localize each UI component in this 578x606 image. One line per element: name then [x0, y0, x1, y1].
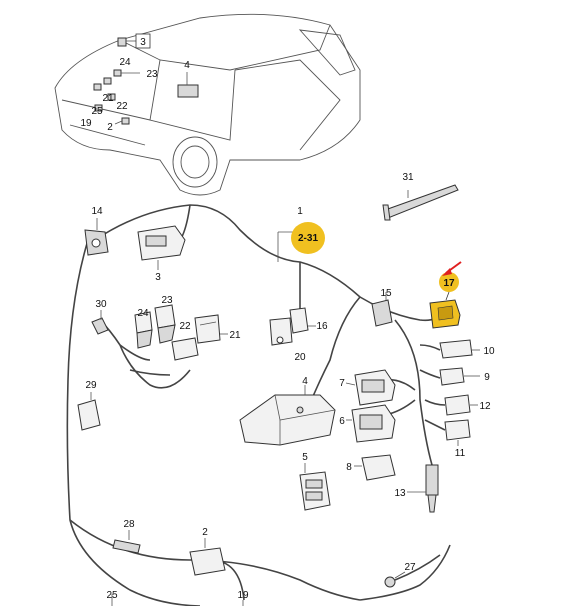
callout-9: 9: [484, 372, 490, 383]
part-4-control-module: [239, 394, 336, 446]
callout-17: 17: [443, 278, 455, 289]
callout-5: 5: [302, 452, 308, 463]
part-28-clip: [112, 539, 141, 554]
part-16-connector: [289, 307, 309, 334]
part-11-relay: [444, 419, 471, 441]
part-6-relay-box: [351, 404, 396, 443]
part-7-relay-box: [354, 369, 396, 406]
callout-30: 30: [95, 299, 107, 310]
callout-15: 15: [380, 288, 392, 299]
callout-23-car: 23: [146, 69, 158, 80]
callout-12: 12: [479, 401, 491, 412]
callout-19-car: 19: [80, 118, 92, 129]
part-24-connector: [134, 311, 153, 349]
callout-24: 24: [137, 308, 149, 319]
callout-2-car: 2: [107, 122, 113, 133]
callout-29: 29: [85, 380, 97, 391]
part-31-bracket: [382, 184, 459, 221]
part-27-cable-tie: [384, 554, 441, 588]
part-8-relay: [361, 454, 396, 481]
callout-19: 19: [237, 590, 249, 601]
callout-28: 28: [123, 519, 135, 530]
callout-7: 7: [339, 378, 345, 389]
car-illustration: [54, 13, 361, 196]
callout-25-car: 25: [91, 106, 103, 117]
red-arrow-icon: [442, 261, 462, 276]
part-2-connector: [189, 547, 226, 576]
part-10-bracket: [439, 339, 473, 359]
part-30-clip: [91, 317, 109, 335]
callouts: 14 3 30 24 23 22 21 1 2-31 16 20 15 31 1…: [85, 172, 495, 606]
callout-10: 10: [483, 346, 495, 357]
part-9-relay: [439, 367, 465, 386]
highlight-ref-label: 2-31: [298, 233, 318, 244]
callout-4-car: 4: [184, 60, 190, 71]
callout-22: 22: [179, 321, 191, 332]
part-29-clip: [77, 399, 101, 431]
part-21-connector: [194, 314, 221, 344]
callout-20: 20: [294, 352, 306, 363]
callout-3-car: 3: [140, 37, 146, 48]
part-14-grommet: [84, 229, 109, 256]
callout-27: 27: [404, 562, 416, 573]
part-22-connector: [171, 337, 199, 361]
car-callouts: 3 4 24 23 21 22 25 19 2: [80, 33, 190, 133]
highlight-badge-17: [439, 272, 459, 292]
callout-21: 21: [229, 330, 241, 341]
callout-8: 8: [346, 462, 352, 473]
part-12-relay: [444, 394, 471, 416]
callout-24-car: 24: [119, 57, 131, 68]
relay-thumb-3: [117, 37, 127, 47]
part-23-connector: [154, 304, 176, 344]
callout-14: 14: [91, 206, 103, 217]
highlight-badge-2-31: [291, 222, 325, 254]
module-thumb-4: [177, 84, 199, 98]
part-3-relay-carrier: [137, 225, 186, 261]
part-13-sensor: [425, 464, 439, 513]
callout-6: 6: [339, 416, 345, 427]
callout-11: 11: [455, 448, 466, 459]
part-17-module: [429, 299, 461, 329]
part-15-holder: [371, 299, 393, 327]
callout-21-car: 21: [102, 93, 114, 104]
part-5-fuse-holder: [299, 471, 331, 511]
callout-31: 31: [402, 172, 414, 183]
callout-23: 23: [161, 295, 173, 306]
callout-2: 2: [202, 527, 208, 538]
callout-22-car: 22: [116, 101, 128, 112]
callout-4: 4: [302, 376, 308, 387]
callout-13: 13: [394, 488, 406, 499]
part-20-connector: [269, 317, 293, 346]
callout-16: 16: [316, 321, 328, 332]
callout-3: 3: [155, 272, 161, 283]
callout-1: 1: [297, 206, 303, 217]
callout-25: 25: [106, 590, 118, 601]
